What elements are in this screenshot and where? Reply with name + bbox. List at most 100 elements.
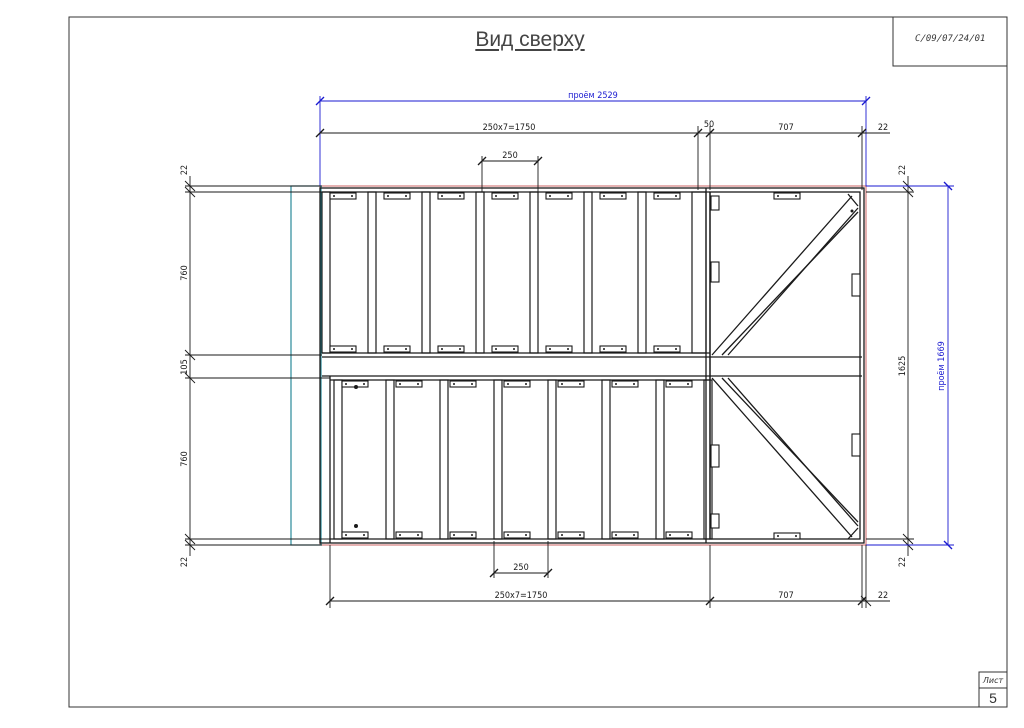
dim-left-flight-lower: 760 [180,451,190,466]
dim-left-flight-upper: 760 [180,265,190,280]
bolt [675,348,677,350]
bracket [437,192,465,200]
sheet-frame [68,16,1008,708]
bolt [567,195,569,197]
upper-stringer [367,191,377,354]
dim-bottom-span: 250х7=1750 [495,591,548,601]
anchor-point [850,209,854,213]
upper-stringer [421,191,431,354]
dimension-labels: проём 2529 250х7=1750 50 707 22 250 22 7… [180,91,947,601]
bolt [513,195,515,197]
dim-top-step: 250 [502,151,517,161]
lower-stringer [333,379,343,540]
bracket [491,345,519,353]
bolt [525,534,527,536]
bolt [387,348,389,350]
bolt [603,195,605,197]
bolt [471,534,473,536]
bolt [405,348,407,350]
lower-stringer [385,379,395,540]
bolt [669,383,671,385]
bolt [633,534,635,536]
bracket [710,261,720,283]
bracket [545,345,573,353]
bracket [665,380,693,388]
upper-stringer [321,191,331,354]
bolt [459,348,461,350]
lower-flight-treads [333,379,713,540]
bracket [851,433,861,457]
bracket [557,531,585,539]
drawing-title: Вид сверху [475,28,585,51]
mounting-brackets [329,192,861,540]
dim-top-span: 250х7=1750 [483,123,536,133]
dim-left-edge-bottom: 22 [180,557,190,567]
bracket [491,192,519,200]
upper-stringer [475,191,485,354]
bolt [345,383,347,385]
lower-stringer [547,379,557,540]
upper-stringer [691,191,707,354]
bolt [675,195,677,197]
bracket [449,380,477,388]
bolt [795,195,797,197]
bolt [579,534,581,536]
bolt [615,383,617,385]
bolt [417,383,419,385]
bracket [341,531,369,539]
bracket [653,345,681,353]
bolt [579,383,581,385]
bolt [507,534,509,536]
sheet-label: Лист [982,676,1004,685]
bolt [777,535,779,537]
bolt [687,383,689,385]
bracket [557,380,585,388]
bracket [710,513,720,529]
bracket [383,345,411,353]
bolt [561,383,563,385]
bracket [329,192,357,200]
bracket [773,532,801,540]
bolt [657,348,659,350]
dim-right-edge-bottom: 22 [898,557,908,567]
bracket [851,273,861,297]
bolt [417,534,419,536]
lower-stringer [493,379,503,540]
lower-stringer [655,379,665,540]
bolt [549,348,551,350]
upper-stringer [637,191,647,354]
anchor-point [354,385,358,389]
dim-bottom-right: 707 [778,591,793,601]
bolt [399,534,401,536]
bolt [453,383,455,385]
dim-top-gap: 50 [704,120,714,130]
drawing-code: С/09/07/24/01 [913,34,987,44]
bracket [653,192,681,200]
dim-opening-width: проём 2529 [568,91,618,101]
lower-stringer [601,379,611,540]
bolt [687,534,689,536]
dim-right-total: 1625 [898,356,908,377]
bracket [665,531,693,539]
dim-top-edge: 22 [878,123,888,133]
bolt [621,348,623,350]
bolt [441,195,443,197]
bolt [603,348,605,350]
dim-top-right: 707 [778,123,793,133]
bracket [383,192,411,200]
bolt [567,348,569,350]
bolt [795,535,797,537]
bolt [525,383,527,385]
dim-left-gap: 105 [180,359,190,374]
bolt [345,534,347,536]
bolt [363,383,365,385]
bolt [513,348,515,350]
upper-stringer [583,191,593,354]
dim-opening-depth: проём 1669 [937,341,947,391]
bolt [615,534,617,536]
landing-edge [290,185,322,546]
stair-frame [319,187,865,544]
bolt [777,195,779,197]
